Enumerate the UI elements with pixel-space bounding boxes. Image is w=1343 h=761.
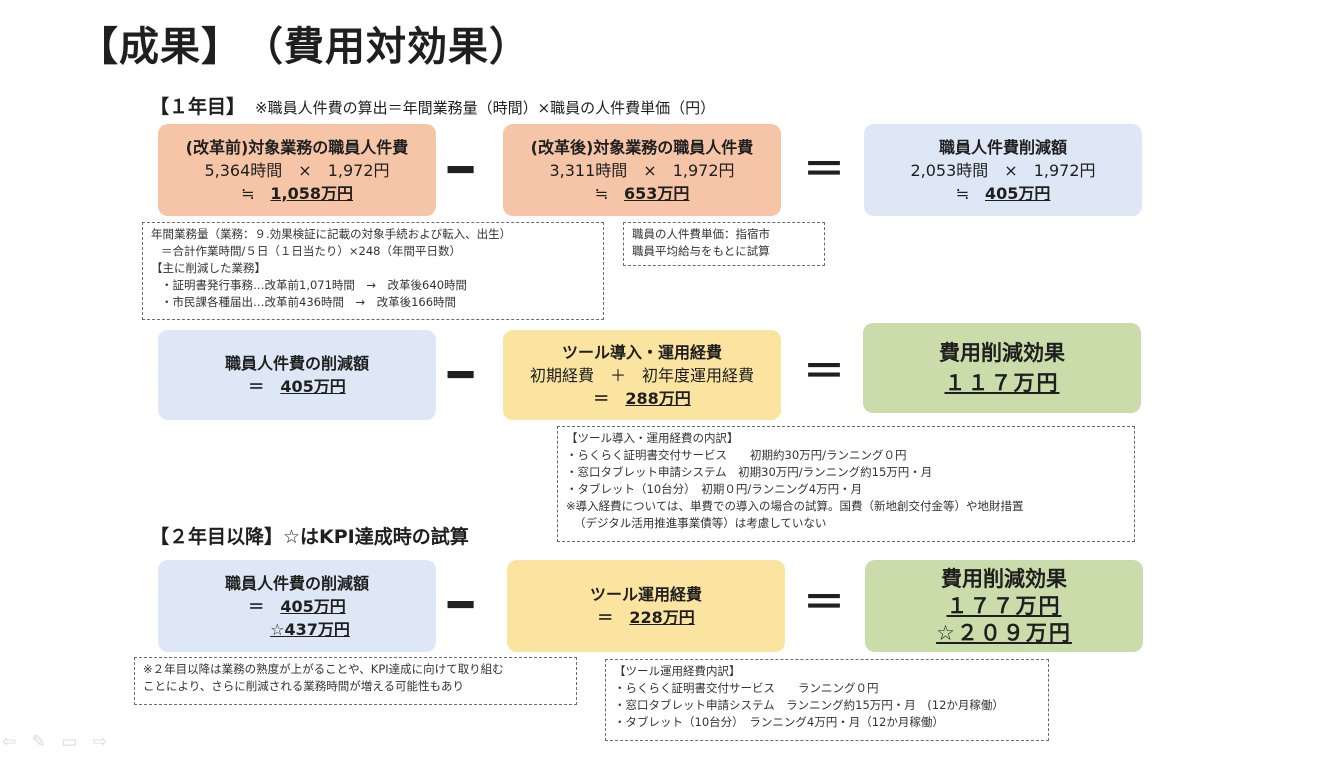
equals-sign: ＝ [248,377,265,396]
staff-cut-row: ＝ 405万円 [248,375,345,398]
minus-operator: ━ [448,350,474,399]
equals-sign: ＝ [593,388,610,408]
page-title: 【成果】 （費用対効果） [78,24,530,70]
tool-cost-box-y2: ツール運用経費 ＝ 228万円 [507,560,785,652]
note-line: 職員の人件費単価：指宿市 [632,227,770,241]
tool-cost-breakdown-note: 【ツール導入・運用経費の内訳】 ・らくらく証明書交付サービス 初期約30万円/ラ… [557,426,1135,542]
minus-operator: ━ [448,580,474,629]
approx-sign: ≒ [240,183,255,203]
before-cost-result-row: ≒ 1,058万円 [241,182,353,205]
after-cost-calc: 3,311時間 × 1,972円 [549,160,735,180]
before-cost-title: (改革前)対象業務の職員人件費 [185,137,409,157]
note-line: 職員平均給与をもとに試算 [632,244,770,258]
staff-cut-title: 職員人件費の削減額 [224,354,369,373]
note-line: ※２年目以降は業務の熟度が上がることや、KPI達成に向けて取り組む [143,662,504,676]
reduction-box: 職員人件費削減額 2,053時間 × 1,972円 ≒ 405万円 [864,124,1142,216]
effect-value: １７７万円 [946,593,1062,618]
equals-sign: ＝ [597,608,614,627]
note-line: ・らくらく証明書交付サービス ランニング０円 [614,681,879,695]
year2-assumption-note: ※２年目以降は業務の熟度が上がることや、KPI達成に向けて取り組む ことにより、… [134,657,577,705]
after-cost-title: (改革後)対象業務の職員人件費 [530,137,754,157]
equals-sign: ＝ [248,596,265,616]
staff-cut-box-y1: 職員人件費の削減額 ＝ 405万円 [158,330,436,420]
after-cost-box: (改革後)対象業務の職員人件費 3,311時間 × 1,972円 ≒ 653万円 [503,124,781,216]
note-line: ・タブレット（10台分） 初期０円/ランニング4万円・月 [566,482,863,496]
note-line: ・市民課各種届出…改革前436時間 → 改革後166時間 [161,295,457,309]
note-line: ・タブレット（10台分） ランニング4万円・月（12か月稼働） [614,715,944,729]
staff-cut-title: 職員人件費の削減額 [224,573,369,593]
note-line: ・窓口タブレット申請システム 初期30万円/ランニング約15万円・月 [566,465,933,479]
note-line: ※導入経費については、単費での導入の場合の試算。国費（新地創交付金等）や地財措置 [566,499,1024,513]
note-line: ・窓口タブレット申請システム ランニング約15万円・月 (12か月稼働） [614,698,1004,712]
staff-cut-value: 405万円 [280,377,346,396]
before-cost-calc: 5,364時間 × 1,972円 [204,160,390,180]
approx-sign: ≒ [594,183,608,203]
year1-calc-note: ※職員人件費の算出＝年間業務量（時間）×職員の人件費単価（円） [255,99,716,117]
year1-heading: 【１年目】 [150,96,246,118]
staff-cut-box-y2: 職員人件費の削減額 ＝ 405万円 ☆437万円 [158,560,436,652]
before-cost-box: (改革前)対象業務の職員人件費 5,364時間 × 1,972円 ≒ 1,058… [158,124,436,216]
note-line: （デジタル活用推進事業債等）は考慮していない [574,516,827,530]
note-line: 【ツール導入・運用経費の内訳】 [566,431,739,445]
slide-nav-controls[interactable]: ⇦ ✎ ▭ ⇨ [2,732,113,752]
before-cost-result: 1,058万円 [270,183,354,203]
tool-cost-row: ＝ 228万円 [597,606,694,629]
approx-sign: ≒ [955,183,969,203]
effect-kpi-value: ☆２０９万円 [936,620,1072,645]
tool-running-breakdown-note: 【ツール運用経費内訳】 ・らくらく証明書交付サービス ランニング０円 ・窓口タブ… [605,659,1049,741]
tool-cost-box-y1: ツール導入・運用経費 初期経費 ＋ 初年度運用経費 ＝ 288万円 [503,330,781,420]
note-line: ・らくらく証明書交付サービス 初期約30万円/ランニング０円 [566,448,907,462]
tool-cost-row: ＝ 288万円 [593,387,690,410]
note-line: ことにより、さらに削減される業務時間が増える可能性もあり [143,679,464,693]
tool-cost-value: 288万円 [625,388,691,408]
staff-cut-row: ＝ 405万円 [248,595,345,618]
equals-operator: ＝ [803,145,846,194]
equals-operator: ＝ [803,578,846,627]
after-cost-result: 653万円 [624,183,690,203]
tool-cost-title: ツール導入・運用経費 [561,342,722,362]
staff-cut-kpi-value: ☆437万円 [270,619,350,639]
reduction-result-row: ≒ 405万円 [956,182,1051,205]
effect-value: １１７万円 [944,371,1060,395]
effect-box-y2: 費用削減効果 １７７万円 ☆２０９万円 [865,560,1143,652]
year1-heading-row: 【１年目】 ※職員人件費の算出＝年間業務量（時間）×職員の人件費単価（円） [150,92,715,119]
minus-operator: ━ [448,145,474,194]
tool-cost-detail: 初期経費 ＋ 初年度運用経費 [529,365,754,385]
tool-cost-title: ツール運用経費 [589,585,702,604]
reduction-result: 405万円 [985,183,1051,203]
note-line: ＝合計作業時間/５日（１日当たり）×248（年間平日数） [161,244,461,258]
note-line: ・証明書発行事務…改革前1,071時間 → 改革後640時間 [161,278,468,292]
effect-box-y1: 費用削減効果 １１７万円 [863,323,1141,413]
equals-operator: ＝ [803,347,846,396]
note-line: 【ツール運用経費内訳】 [614,664,741,678]
year2-heading: 【２年目以降】☆はKPI達成時の試算 [150,526,469,548]
note-line: 年間業務量（業務：９.効果検証に記載の対象手続および転入、出生） [151,227,512,241]
staff-cut-value: 405万円 [280,596,346,616]
workload-note: 年間業務量（業務：９.効果検証に記載の対象手続および転入、出生） ＝合計作業時間… [142,222,604,320]
tool-cost-value: 228万円 [629,608,695,627]
note-line: 【主に削減した業務】 [151,261,266,275]
effect-title: 費用削減効果 [941,566,1067,591]
effect-title: 費用削減効果 [939,341,1065,365]
reduction-calc: 2,053時間 × 1,972円 [910,160,1096,180]
reduction-title: 職員人件費削減額 [938,137,1067,157]
unit-cost-note: 職員の人件費単価：指宿市 職員平均給与をもとに試算 [623,222,825,266]
after-cost-result-row: ≒ 653万円 [595,182,690,205]
